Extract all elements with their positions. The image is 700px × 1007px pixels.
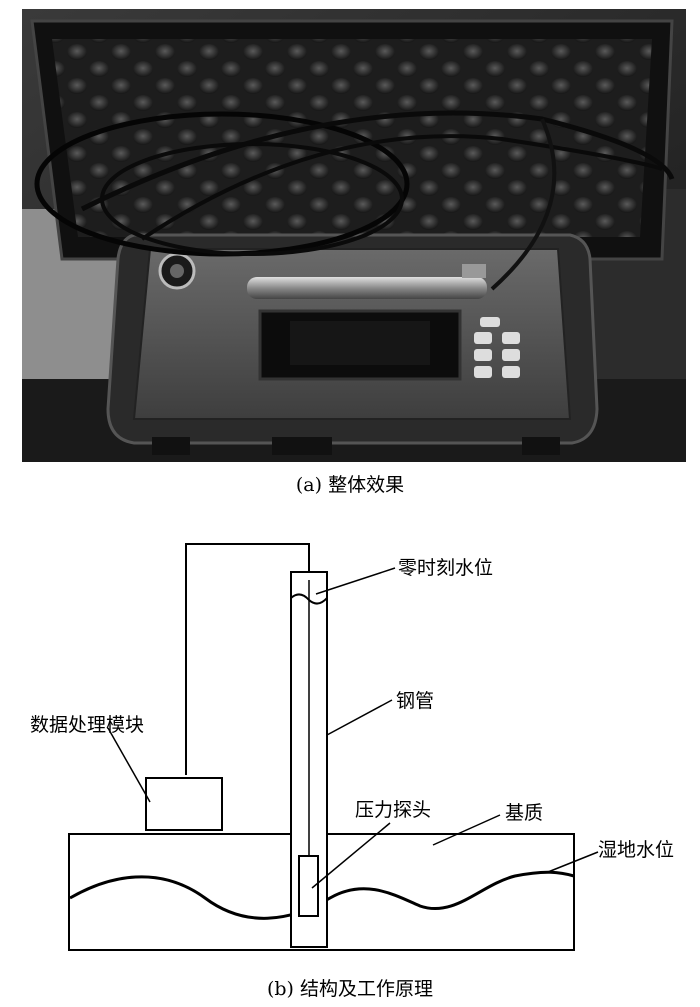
device-photo xyxy=(22,9,686,462)
label-wetland-water-level: 湿地水位 xyxy=(598,839,675,861)
caption-overall-effect: (a) 整体效果 xyxy=(295,474,405,496)
label-data-processing-module: 数据处理模块 xyxy=(30,714,145,736)
label-zero-time-water-level: 零时刻水位 xyxy=(398,557,494,579)
signal-cable xyxy=(185,543,310,775)
leader-wetland-water-level xyxy=(547,851,599,873)
label-substrate: 基质 xyxy=(505,802,544,824)
label-steel-pipe: 钢管 xyxy=(396,690,435,712)
zero-time-water-level-line xyxy=(290,593,328,605)
leader-pressure-probe xyxy=(311,822,391,889)
structure-diagram: 零时刻水位 钢管 数据处理模块 压力探头 基质 湿地水位 xyxy=(0,520,700,970)
leader-substrate xyxy=(432,814,501,846)
leader-zero-time-water-level xyxy=(315,567,396,595)
caption-structure-principle: (b) 结构及工作原理 xyxy=(266,978,434,1000)
wetland-water-level-line xyxy=(69,870,575,920)
pressure-probe xyxy=(298,855,319,917)
leader-data-processing-module xyxy=(107,727,151,803)
data-processing-module-box xyxy=(145,777,223,831)
label-pressure-probe: 压力探头 xyxy=(355,799,432,821)
device-photo-illustration xyxy=(22,9,686,462)
schematic-drawing xyxy=(68,543,599,951)
leader-steel-pipe xyxy=(326,699,393,736)
